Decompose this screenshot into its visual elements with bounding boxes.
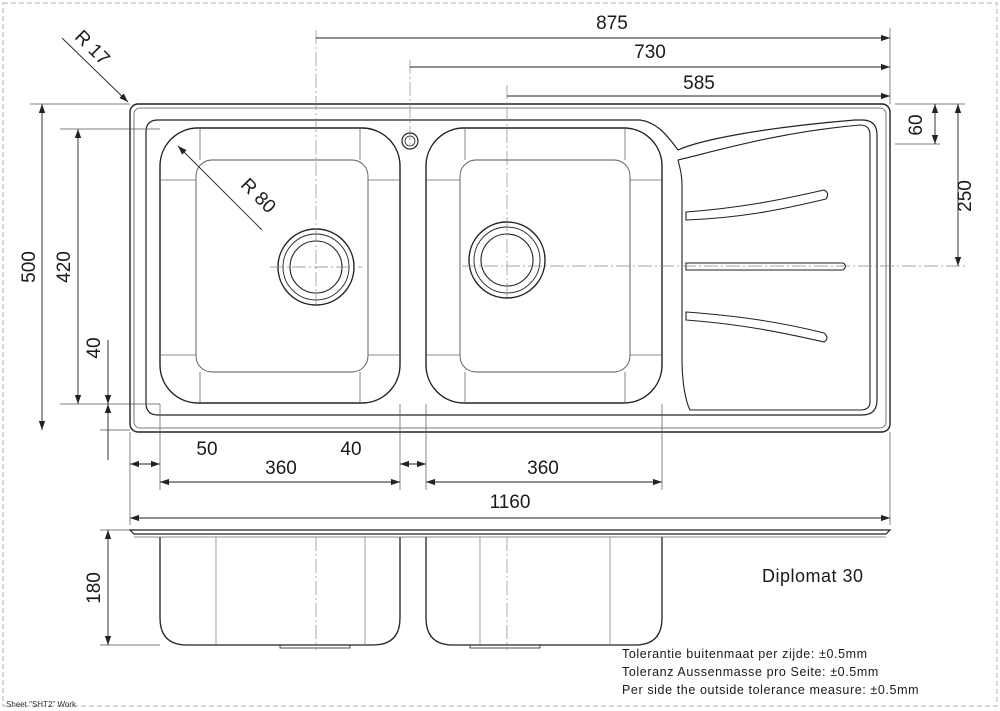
dim-360-left-label: 360: [265, 458, 297, 479]
sink-outer-rim: [129, 103, 891, 433]
dim-730-label: 730: [634, 42, 666, 63]
sheet-footer: Sheet "SHT2" Work: [6, 700, 77, 709]
right-bowl: [425, 127, 663, 404]
tolerance-note-nl: Tolerantie buitenmaat per zijde: ±0.5mm: [622, 647, 868, 661]
drainer-groove-bottom: [685, 311, 828, 343]
center-lines: [270, 30, 965, 305]
dim-180-label: 180: [84, 572, 105, 604]
dim-420-label: 420: [54, 251, 75, 283]
tolerance-note-en: Per side the outside tolerance measure: …: [622, 683, 919, 697]
dim-500-label: 500: [19, 251, 40, 283]
dim-60-label: 60: [906, 114, 927, 135]
radius-17-label: R 17: [70, 26, 113, 69]
dim-40-bottom-label: 40: [340, 439, 361, 460]
side-rim: [128, 529, 892, 535]
side-left-bowl: [159, 537, 401, 646]
dim-40-left-label: 40: [84, 337, 105, 358]
dim-50-label: 50: [196, 439, 217, 460]
left-bowl-bottom: [195, 159, 369, 373]
drainer-groove-middle: [685, 262, 847, 271]
product-title: Diplomat 30: [762, 566, 864, 586]
dim-585-label: 585: [683, 73, 715, 94]
dim-1160-label: 1160: [490, 492, 531, 513]
left-bowl: [159, 127, 401, 404]
dim-250-label: 250: [955, 180, 976, 212]
extension-lines: [30, 28, 965, 646]
drainer-groove-top: [685, 189, 829, 221]
drainer-board: [677, 124, 871, 411]
dim-360-right-label: 360: [527, 458, 559, 479]
dimension-lines: [38, 34, 962, 645]
tolerance-note-de: Toleranz Aussenmasse pro Seite: ±0.5mm: [622, 665, 879, 679]
sink-top-view: [129, 103, 891, 433]
sink-side-view: [128, 529, 892, 649]
side-right-bowl: [425, 537, 663, 646]
dim-875-label: 875: [596, 13, 628, 34]
sink-recess-outline: [145, 119, 878, 416]
